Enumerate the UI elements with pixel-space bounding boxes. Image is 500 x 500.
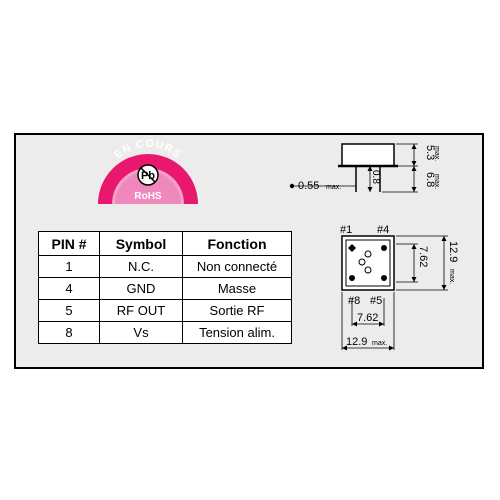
header-symbol: Symbol	[99, 231, 183, 256]
lead-dia-symbol	[289, 183, 295, 189]
pin1-marker	[348, 244, 356, 252]
height-max-label: max.	[433, 146, 440, 161]
header-pin: PIN #	[38, 231, 100, 256]
standoff-label: 0.8	[370, 170, 381, 184]
cell-pin: 8	[38, 321, 100, 344]
side-body	[341, 143, 395, 167]
top-body-outline	[341, 235, 395, 291]
body-h-label: 12.9	[346, 336, 367, 348]
pitch-v-label: 7.62	[417, 246, 429, 267]
cell-fonction: Non connecté	[182, 255, 292, 278]
cell-pin: 4	[38, 277, 100, 300]
cell-symbol: RF OUT	[99, 299, 183, 322]
body-v-label: 12.9	[447, 241, 459, 262]
lead-label: 6.8	[424, 172, 436, 187]
cell-symbol: GND	[99, 277, 183, 300]
pin8-label: #8	[348, 295, 360, 307]
pin4-label: #4	[377, 224, 389, 236]
badge-fill	[115, 171, 181, 204]
header-fonction: Fonction	[182, 231, 292, 256]
center-pin	[364, 250, 372, 258]
cell-fonction: Sortie RF	[182, 299, 292, 322]
pin5-marker	[381, 275, 387, 281]
pin8-marker	[349, 275, 355, 281]
rohs-badge: EN COURS Pb RoHS	[98, 138, 198, 204]
top-body-inner	[345, 239, 391, 287]
side-view	[289, 143, 418, 193]
lead-max-label: max.	[433, 174, 440, 189]
cell-fonction: Tension alim.	[182, 321, 292, 344]
badge-bottom-text: RoHS	[134, 191, 162, 202]
pin1-label: #1	[340, 224, 352, 236]
lead-dia-label: 0.55	[298, 180, 319, 192]
center-pin	[358, 258, 366, 266]
body-v-max-label: max.	[448, 269, 455, 284]
cell-fonction: Masse	[182, 277, 292, 300]
top-view	[341, 235, 448, 350]
lead-dia-max-label: max.	[326, 184, 341, 191]
cell-symbol: N.C.	[99, 255, 183, 278]
center-pin	[364, 266, 372, 274]
table-row: 8 Vs Tension alim.	[38, 321, 292, 344]
table-header-row: PIN # Symbol Fonction	[38, 231, 292, 256]
table-row: 4 GND Masse	[38, 277, 292, 300]
cell-symbol: Vs	[99, 321, 183, 344]
height-label: 5.3	[424, 145, 436, 160]
no-lead-slash	[140, 167, 156, 183]
table-row: 1 N.C. Non connecté	[38, 255, 292, 278]
cell-pin: 5	[38, 299, 100, 322]
table-row: 5 RF OUT Sortie RF	[38, 299, 292, 322]
body-h-max-label: max.	[372, 340, 387, 347]
pin5-label: #5	[370, 295, 382, 307]
cell-pin: 1	[38, 255, 100, 278]
pitch-h-label: 7.62	[357, 312, 378, 324]
pin-table: PIN # Symbol Fonction 1 N.C. Non connect…	[38, 231, 292, 344]
pin4-marker	[381, 245, 387, 251]
package-drawing: 5.3 max. 6.8 max. 0.8 0.55 max.	[289, 143, 459, 351]
